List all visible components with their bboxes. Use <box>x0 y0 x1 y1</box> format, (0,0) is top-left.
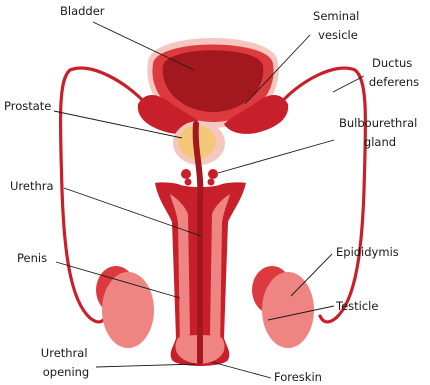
label-penis: Penis <box>17 251 47 265</box>
label-bulbourethral-gland-line-1: Bulbourethral <box>339 116 417 130</box>
testicle-left <box>102 272 154 348</box>
label-bulbourethral-gland: Bulbourethral gland <box>339 116 421 149</box>
label-urethral-opening-line-1: Urethral <box>41 346 88 360</box>
label-urethra: Urethra <box>10 179 54 193</box>
testicle-right <box>262 272 314 348</box>
label-seminal-vesicle-line-1: Seminal <box>313 9 359 23</box>
label-bulbourethral-gland-line-2: gland <box>364 135 396 149</box>
label-foreskin: Foreskin <box>274 370 322 384</box>
bulbourethral-gland-left <box>181 169 191 179</box>
bulbourethral-gland-right-lower <box>208 179 215 186</box>
label-prostate: Prostate <box>4 99 51 113</box>
bulbourethral-gland-right <box>208 169 218 179</box>
leader-ductus-deferens <box>333 76 364 92</box>
label-ductus-deferens-line-1: Ductus <box>372 56 412 70</box>
leader-bulbourethral-gland <box>218 140 334 173</box>
label-seminal-vesicle-line-2: vesicle <box>318 28 358 42</box>
leader-urethral-opening <box>96 364 197 367</box>
label-urethral-opening-line-2: opening <box>43 365 89 379</box>
label-ductus-deferens: Ductus deferens <box>369 56 419 89</box>
label-bladder: Bladder <box>60 4 105 18</box>
label-seminal-vesicle: Seminal vesicle <box>313 9 363 42</box>
bulbourethral-gland-left-lower <box>185 179 192 186</box>
label-urethral-opening: Urethral opening <box>41 346 91 379</box>
label-ductus-deferens-line-2: deferens <box>369 75 419 89</box>
label-epididymis: Epididymis <box>336 245 399 259</box>
label-testicle: Testicle <box>335 299 378 313</box>
leader-foreskin <box>212 362 271 378</box>
